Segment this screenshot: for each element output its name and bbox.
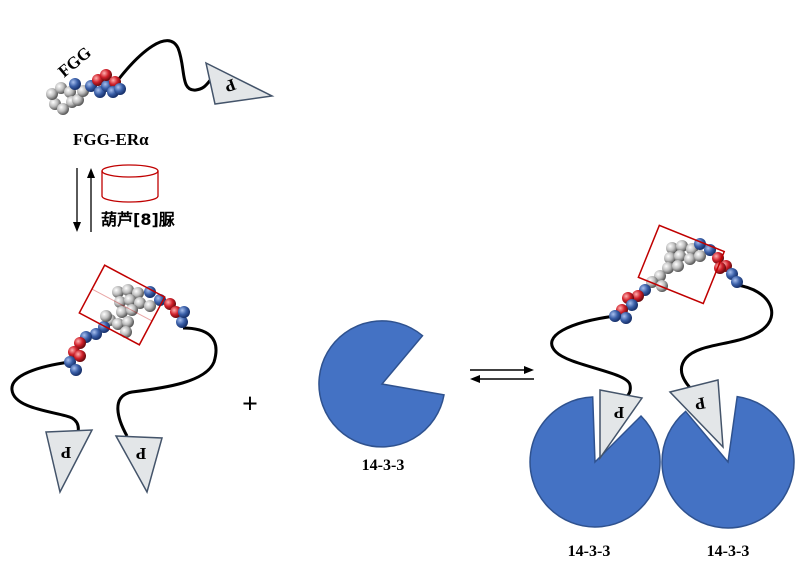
fgg-mid-atom	[112, 318, 124, 330]
fgg-right-atom	[664, 252, 676, 264]
phospho-triangle-right: P	[114, 435, 163, 494]
phospho-label-bound-left: P	[614, 403, 624, 422]
fgg-mid-atom	[132, 287, 144, 299]
phospho-label-right: P	[136, 444, 146, 463]
phospho-triangle: P	[204, 61, 275, 105]
fgg-top-atom	[57, 103, 69, 115]
fgg-top-atom	[55, 82, 67, 94]
fgg-era-label: FGG-ERα	[73, 130, 149, 149]
right-chain	[116, 326, 218, 437]
bound-left-chain	[550, 314, 632, 402]
fgg-top-atom	[72, 94, 84, 106]
cb8-complex: P P	[10, 264, 218, 495]
fgg-molecule	[46, 69, 126, 115]
protein-label-right: 14-3-3	[707, 543, 750, 560]
peptide-chain	[116, 39, 223, 92]
cb8-ring-bound	[637, 224, 726, 305]
protein-label-center: 14-3-3	[362, 457, 405, 474]
fgg-right-atom	[609, 310, 621, 322]
phospho-label-left: P	[61, 443, 71, 462]
protein-14-3-3-left	[529, 396, 661, 528]
fgg-right-atom	[694, 250, 706, 262]
fgg-right-atom	[662, 262, 674, 274]
fgg-mid-atom	[116, 306, 128, 318]
fgg-mid-atom	[144, 300, 156, 312]
bound-right-chain	[680, 283, 774, 394]
fgg-mid-atom	[176, 316, 188, 328]
cb8-cylinder-icon	[101, 164, 159, 203]
fgg-mid-atom	[120, 326, 132, 338]
fgg-right-atom	[731, 276, 743, 288]
fgg-top-atom	[46, 88, 58, 100]
bound-complex: P P 14-3-3 14-3-3	[529, 224, 795, 560]
fgg-right-atom	[620, 312, 632, 324]
phospho-triangle-bound-left: P	[599, 389, 644, 461]
fgg-right-atom	[674, 250, 686, 262]
protein-label-left: 14-3-3	[568, 543, 611, 560]
plus-sign: +	[242, 389, 258, 420]
cb8-ring-mid	[78, 264, 166, 346]
fgg-right-atom	[626, 299, 638, 311]
fgg-right-atom	[684, 253, 696, 265]
free-peptide: P FGG FGG-ERα	[46, 39, 275, 149]
host-label: 葫芦[8]脲	[101, 210, 175, 229]
vertical-equilibrium-arrows	[73, 168, 95, 232]
fgg-dimer	[64, 284, 190, 376]
fgg-mid-atom	[114, 296, 126, 308]
fgg-top-atom	[100, 69, 112, 81]
horizontal-equilibrium-arrows	[470, 366, 534, 383]
fgg-mid-atom	[126, 304, 138, 316]
fgg-mid-atom	[74, 350, 86, 362]
fgg-mid-atom	[112, 286, 124, 298]
fgg-mid-atom	[122, 284, 134, 296]
phospho-triangle-left: P	[45, 429, 94, 495]
protein-14-3-3-center: 14-3-3	[318, 320, 445, 474]
fgg-right-atom	[676, 240, 688, 252]
fgg-dimer-bound	[609, 238, 743, 324]
fgg-mid-atom	[74, 337, 86, 349]
fgg-mid-atom	[70, 364, 82, 376]
fgg-mid-atom	[100, 310, 112, 322]
fgg-top-atom	[69, 78, 81, 90]
fgg-label: FGG	[54, 43, 94, 81]
fgg-right-atom	[656, 280, 668, 292]
fgg-mid-atom	[178, 306, 190, 318]
fgg-right-atom	[632, 290, 644, 302]
fgg-mid-atom	[122, 316, 134, 328]
protein-14-3-3-right	[661, 395, 795, 529]
fgg-mid-atom	[90, 328, 102, 340]
fgg-mid-atom	[134, 297, 146, 309]
fgg-top-atom	[114, 83, 126, 95]
fgg-right-atom	[672, 260, 684, 272]
fgg-right-atom	[666, 242, 678, 254]
fgg-mid-atom	[124, 294, 136, 306]
fgg-mid-atom	[144, 286, 156, 298]
phospho-triangle-bound-right: P	[668, 379, 724, 450]
phospho-label-bound-right: P	[693, 393, 707, 414]
